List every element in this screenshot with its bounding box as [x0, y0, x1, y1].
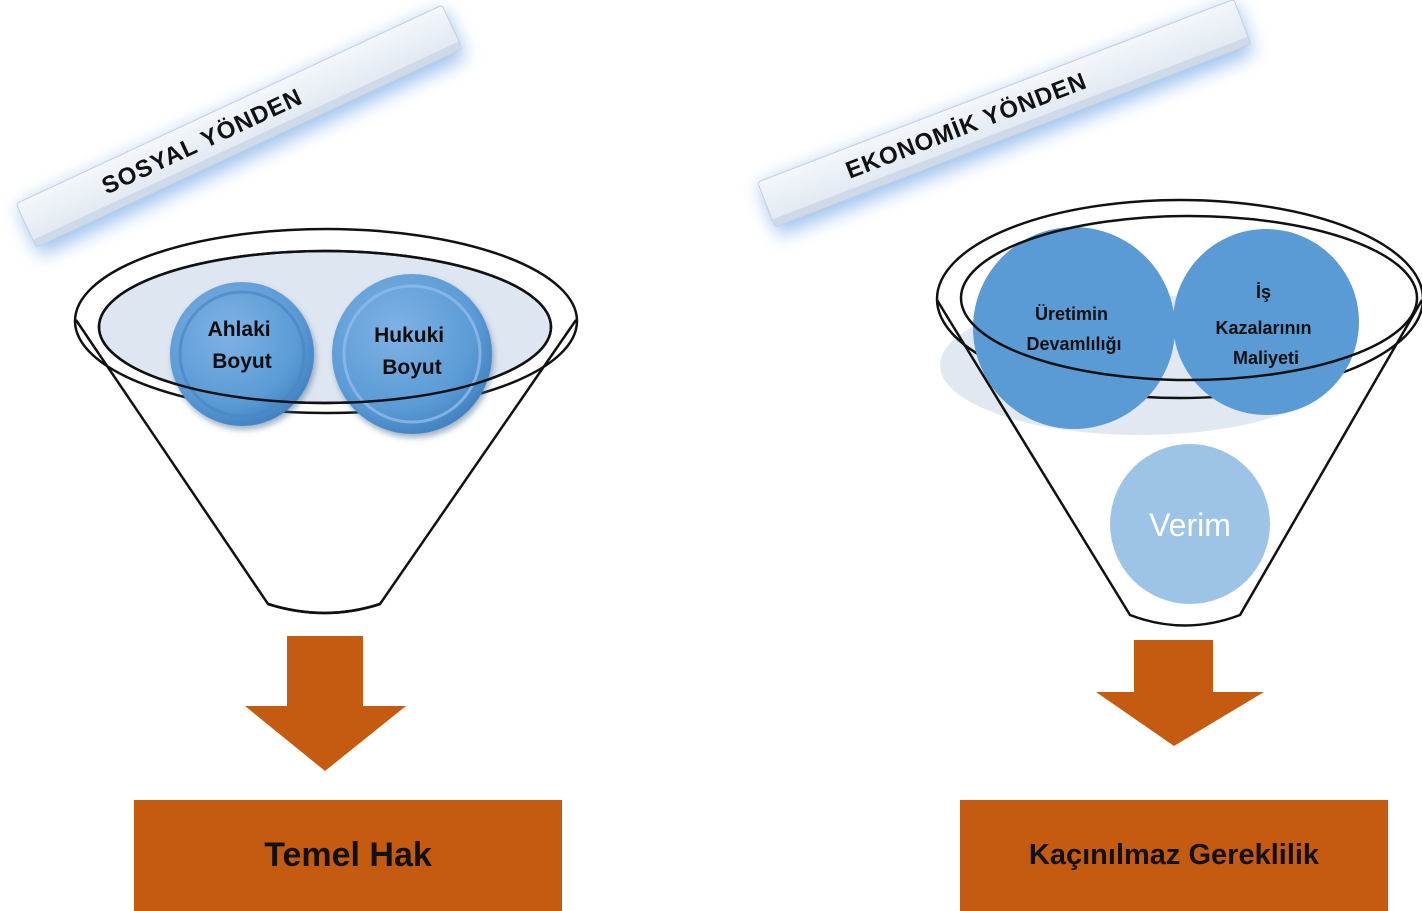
left-down-arrow	[245, 636, 406, 771]
right-funnel-rim-outer	[935, 198, 1422, 400]
right-funnel-rim-inner	[959, 214, 1419, 382]
svg-text:Ahlaki Boyut: Ahlaki Boyut	[208, 318, 277, 373]
left-bubble-hukuki-line1: Hukuki	[374, 324, 444, 347]
left-funnel-rim-outer	[73, 227, 579, 415]
verim-bubble: Verim	[1110, 444, 1270, 604]
right-bubble-uretimin-line1: Üretimin	[1035, 304, 1108, 324]
right-bubble-is-kazalari: İş Kazalarının Maliyeti	[1173, 229, 1359, 415]
left-result-label: Temel Hak	[264, 836, 432, 874]
right-bubble-uretimin: Üretimin Devamlılığı	[973, 227, 1175, 429]
svg-text:Üretimin Devamlılığı: Üretimin Devamlılığı	[1026, 304, 1121, 354]
right-result-label: Kaçınılmaz Gereklilik	[1028, 839, 1320, 871]
left-bubble-ahlaki: Ahlaki Boyut	[170, 282, 314, 426]
verim-label: Verim	[1149, 507, 1231, 543]
left-bubble-hukuki-line2: Boyut	[382, 356, 442, 379]
left-bubble-ahlaki-line2: Boyut	[212, 350, 272, 373]
left-funnel-neck	[267, 602, 381, 615]
left-funnel	[73, 227, 579, 615]
right-bubble-is-line1: İş	[1256, 282, 1271, 302]
right-funnel-body	[935, 299, 1422, 627]
right-bubble-is-line2: Kazalarının	[1215, 318, 1311, 338]
left-bubble-hukuki: Hukuki Boyut	[332, 274, 492, 434]
left-banner: SOSYAL YÖNDEN	[16, 5, 465, 255]
right-bubble-is-line3: Maliyeti	[1233, 348, 1299, 368]
svg-text:Hukuki Boyut: Hukuki Boyut	[374, 324, 450, 379]
right-result-box: Kaçınılmaz Gereklilik	[960, 800, 1388, 911]
right-bubble-uretimin-line2: Devamlılığı	[1026, 334, 1121, 354]
left-bubble-ahlaki-line1: Ahlaki	[208, 318, 271, 341]
right-down-arrow	[1096, 640, 1264, 746]
svg-text:İş Kazalarının Mal: İş Kazalarının Maliyeti	[1215, 282, 1316, 368]
left-result-box: Temel Hak	[134, 800, 562, 911]
